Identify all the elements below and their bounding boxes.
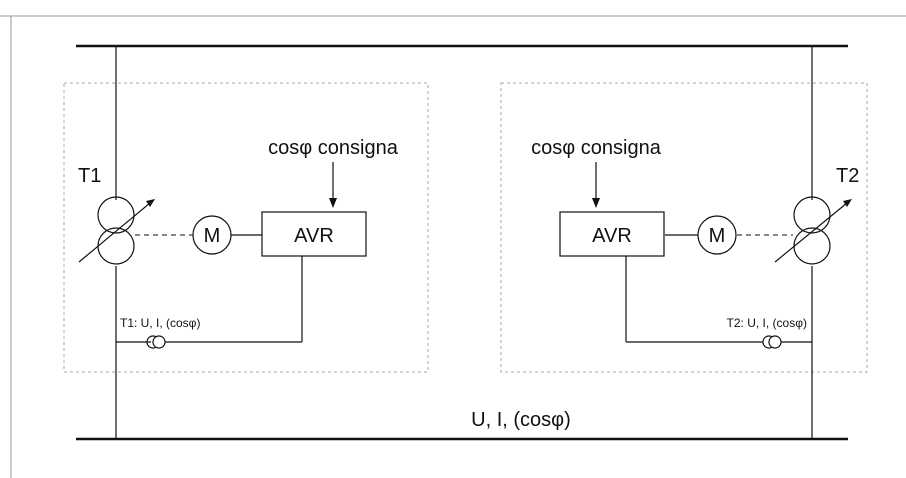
avr-left-label: AVR — [294, 225, 334, 247]
tap-changer-t1-arrow-line — [78, 202, 151, 263]
avr-right-box — [559, 211, 665, 257]
motor-left-label: M — [204, 225, 221, 247]
transformer-t2-winding-top — [793, 196, 831, 234]
transformer-t2-label: T2 — [836, 165, 859, 187]
group-box-left — [63, 82, 429, 373]
measurement-right-label: T2: U, I, (cosφ) — [727, 316, 807, 330]
avr-left-box — [261, 211, 367, 257]
avr-right-label: AVR — [592, 225, 632, 247]
transformer-group-right: T2 M AVR cosφ consigna T2: U, I, (cosφ) — [531, 46, 859, 439]
tap-changer-t2-arrowhead — [843, 199, 852, 207]
transformer-t1-winding-top — [97, 196, 135, 234]
group-box-right — [500, 82, 868, 373]
current-transformer-right-b — [768, 335, 782, 349]
motor-right-label: M — [709, 225, 726, 247]
tap-changer-t2-arrow-line — [774, 202, 848, 263]
setpoint-right-arrowhead — [592, 198, 600, 208]
setpoint-left-arrowhead — [329, 198, 337, 208]
tap-changer-t1-arrowhead — [146, 199, 155, 207]
current-transformer-left-b — [152, 335, 166, 349]
setpoint-left-label: cosφ consigna — [268, 137, 399, 159]
setpoint-right-label: cosφ consigna — [531, 137, 662, 159]
bus-measurement-label: U, I, (cosφ) — [471, 409, 571, 431]
measurement-left-label: T1: U, I, (cosφ) — [120, 316, 200, 330]
transformer-t1-label: T1 — [78, 165, 101, 187]
transformer-group-left: T1 M AVR cosφ consigna T1: U, I, (cosφ) — [78, 46, 399, 439]
